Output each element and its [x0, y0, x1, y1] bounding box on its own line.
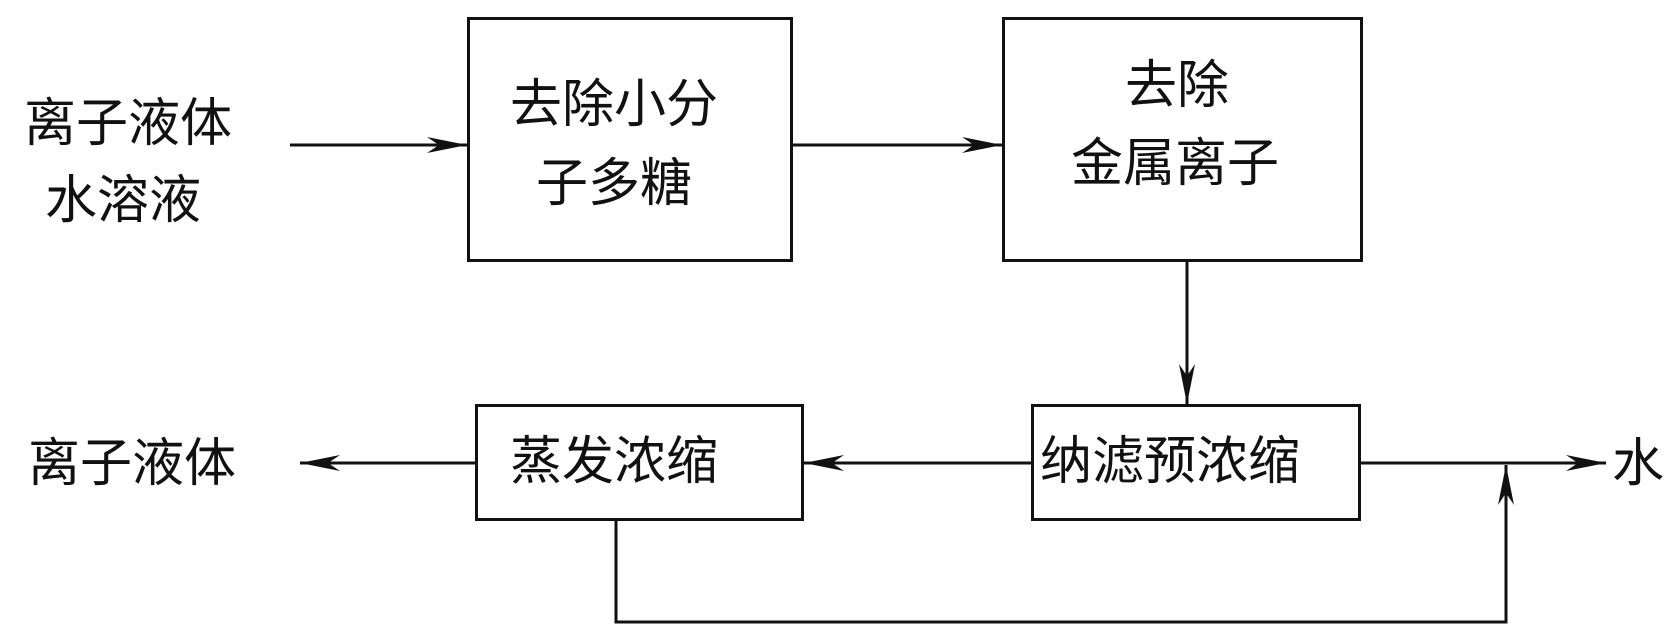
- input-label-line1: 离子液体: [24, 94, 233, 154]
- remove-polysaccharide-box: 去除小分 子多糖: [467, 17, 793, 262]
- remove-polysaccharide-line2: 子多糖: [536, 154, 693, 214]
- input-label-line2: 水溶液: [45, 171, 202, 231]
- evaporation-concentration-box: 蒸发浓缩: [475, 404, 804, 521]
- output-ionic-liquid-label: 离子液体: [28, 434, 237, 494]
- output-water-label: 水: [1612, 434, 1665, 494]
- nanofiltration-preconcentration-label: 纳滤预浓缩: [1040, 432, 1301, 492]
- remove-polysaccharide-line1: 去除小分: [510, 75, 719, 135]
- remove-metal-ions-line1: 去除: [1125, 56, 1230, 116]
- evaporation-concentration-label: 蒸发浓缩: [510, 432, 719, 492]
- nanofiltration-preconcentration-box: 纳滤预浓缩: [1031, 404, 1361, 521]
- recycle-loop-line: [614, 521, 1508, 624]
- remove-metal-ions-line2: 金属离子: [1071, 134, 1280, 194]
- remove-metal-ions-box: 去除 金属离子: [1002, 17, 1363, 262]
